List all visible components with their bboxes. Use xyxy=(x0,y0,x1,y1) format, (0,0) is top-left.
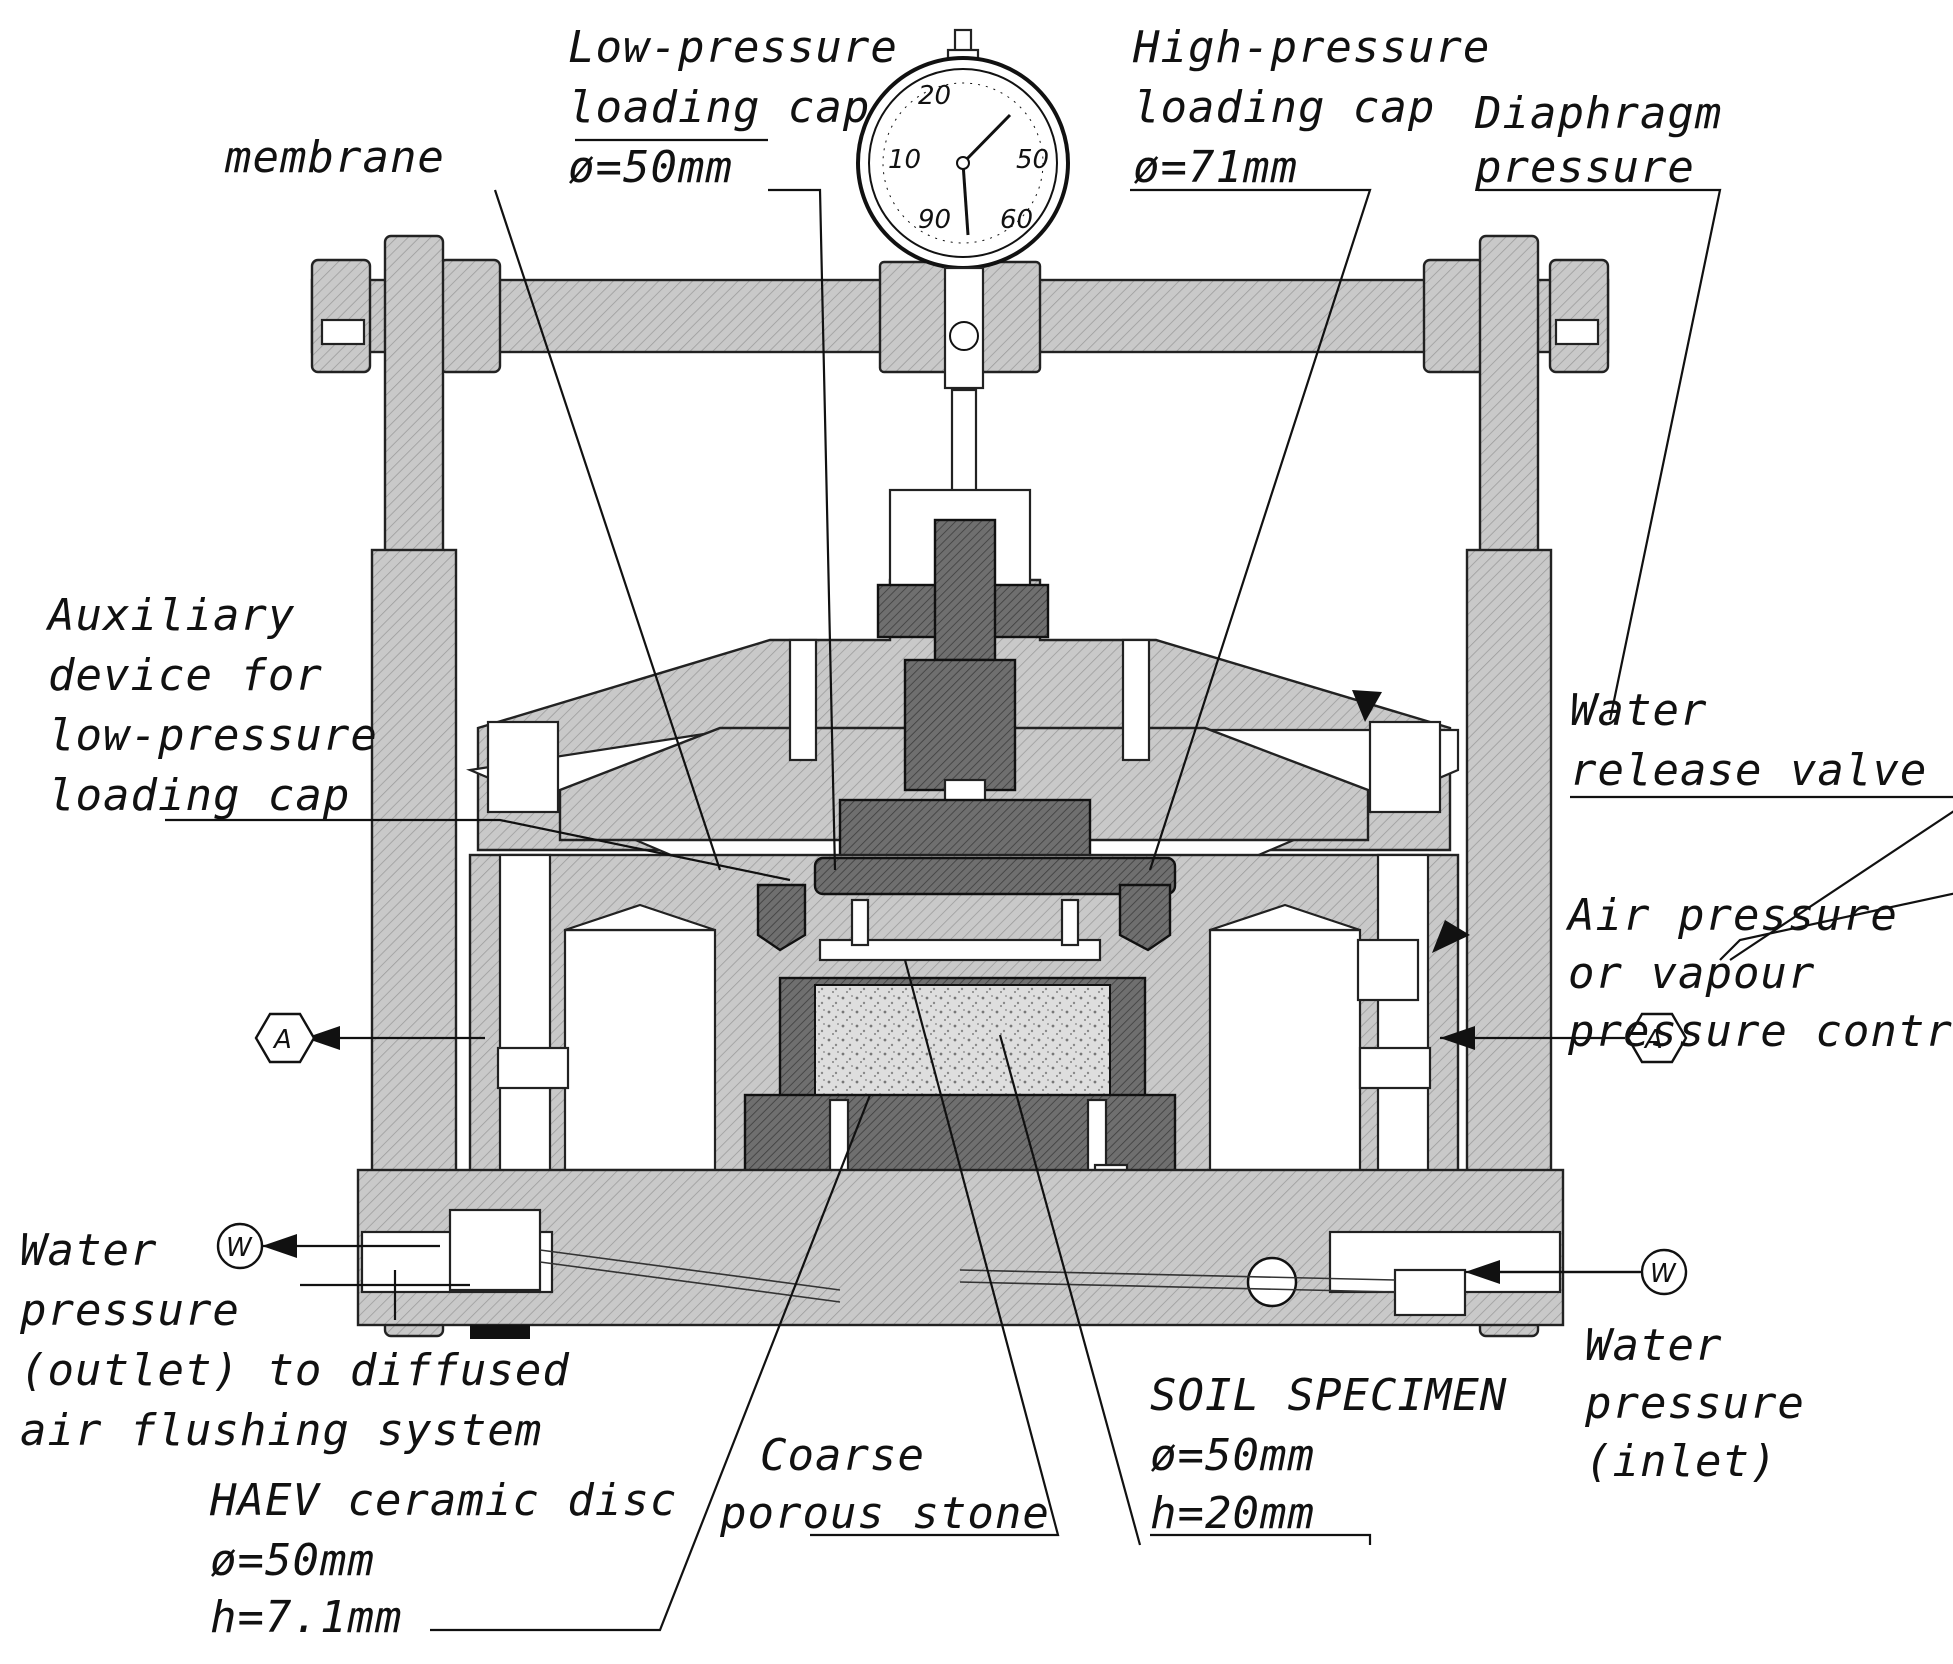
svg-text:porous stone: porous stone xyxy=(719,1488,1050,1539)
svg-text:Water: Water xyxy=(1570,685,1707,736)
label-auxiliary-device: Auxiliary device for low-pressure loadin… xyxy=(45,590,378,821)
svg-text:loading cap: loading cap xyxy=(1133,82,1435,133)
svg-text:A: A xyxy=(272,1025,292,1055)
svg-text:or vapour: or vapour xyxy=(1568,948,1815,999)
svg-text:HAEV ceramic disc: HAEV ceramic disc xyxy=(209,1475,677,1526)
svg-text:pressure: pressure xyxy=(1584,1378,1805,1429)
tie-rod-right xyxy=(1465,234,1553,1338)
water-marker-left: W xyxy=(216,1222,264,1270)
svg-text:ø=50mm: ø=50mm xyxy=(568,142,733,193)
svg-text:Coarse: Coarse xyxy=(760,1430,925,1481)
water-marker-right: W xyxy=(1640,1248,1688,1296)
section-marker-right: A xyxy=(1626,1012,1688,1064)
svg-text:release valve: release valve xyxy=(1570,745,1927,796)
svg-text:ø=50mm: ø=50mm xyxy=(1150,1430,1315,1481)
svg-text:60: 60 xyxy=(1000,205,1033,235)
svg-text:Water: Water xyxy=(1585,1320,1722,1371)
base-plate xyxy=(356,1168,1565,1339)
svg-text:High-pressure: High-pressure xyxy=(1132,22,1490,73)
svg-text:90: 90 xyxy=(918,205,951,235)
label-high-pressure-cap: High-pressure loading cap ø=71mm xyxy=(1132,22,1490,193)
svg-text:Diaphragm: Diaphragm xyxy=(1474,88,1722,139)
svg-text:Auxiliary: Auxiliary xyxy=(45,590,295,641)
svg-text:membrane: membrane xyxy=(224,132,445,183)
label-water-release-valve: Water release valve xyxy=(1570,685,1927,796)
svg-text:ø=71mm: ø=71mm xyxy=(1133,142,1298,193)
svg-text:h=7.1mm: h=7.1mm xyxy=(210,1592,402,1643)
svg-text:20: 20 xyxy=(918,81,951,111)
section-arrows xyxy=(262,690,1640,1284)
svg-text:air flushing system: air flushing system xyxy=(20,1405,542,1456)
label-water-inlet: Water pressure (inlet) xyxy=(1584,1320,1805,1487)
tie-rod-left xyxy=(370,234,458,1338)
svg-text:50: 50 xyxy=(1016,145,1049,175)
svg-text:SOIL SPECIMEN: SOIL SPECIMEN xyxy=(1150,1370,1507,1421)
svg-text:Water: Water xyxy=(20,1225,157,1276)
svg-text:low-pressure: low-pressure xyxy=(48,710,378,761)
specimen-ring xyxy=(778,976,1147,1105)
svg-text:loading cap: loading cap xyxy=(568,82,870,133)
svg-text:loading cap: loading cap xyxy=(48,770,350,821)
svg-text:pressure control: pressure control xyxy=(1567,1006,1953,1057)
svg-text:(inlet): (inlet) xyxy=(1585,1436,1777,1487)
svg-text:Low-pressure: Low-pressure xyxy=(568,22,898,73)
label-diaphragm-pressure: Diaphragm pressure xyxy=(1474,88,1722,193)
svg-text:h=20mm: h=20mm xyxy=(1150,1488,1315,1539)
label-haev-ceramic-disc: HAEV ceramic disc ø=50mm h=7.1mm xyxy=(209,1475,677,1643)
section-marker-left: A xyxy=(254,1012,316,1064)
svg-text:10: 10 xyxy=(888,145,921,175)
label-membrane: membrane xyxy=(224,132,445,183)
svg-text:W: W xyxy=(226,1233,253,1263)
svg-text:(outlet) to diffused: (outlet) to diffused xyxy=(20,1345,570,1396)
svg-text:A: A xyxy=(1643,1025,1663,1055)
label-water-outlet: Water pressure (outlet) to diffused air … xyxy=(19,1225,570,1456)
svg-text:pressure: pressure xyxy=(1474,142,1695,193)
label-coarse-porous-stone: Coarse porous stone xyxy=(719,1430,1050,1539)
svg-text:device for: device for xyxy=(48,650,323,701)
loading-caps xyxy=(756,856,1177,962)
svg-text:W: W xyxy=(1650,1259,1677,1289)
svg-text:Air pressure: Air pressure xyxy=(1565,890,1898,941)
svg-text:pressure: pressure xyxy=(19,1285,240,1336)
label-soil-specimen: SOIL SPECIMEN ø=50mm h=20mm xyxy=(1150,1370,1507,1539)
svg-text:ø=50mm: ø=50mm xyxy=(210,1535,375,1586)
label-air-pressure-control: Air pressure or vapour pressure control xyxy=(1565,890,1953,1057)
label-low-pressure-cap: Low-pressure loading cap ø=50mm xyxy=(568,22,898,193)
